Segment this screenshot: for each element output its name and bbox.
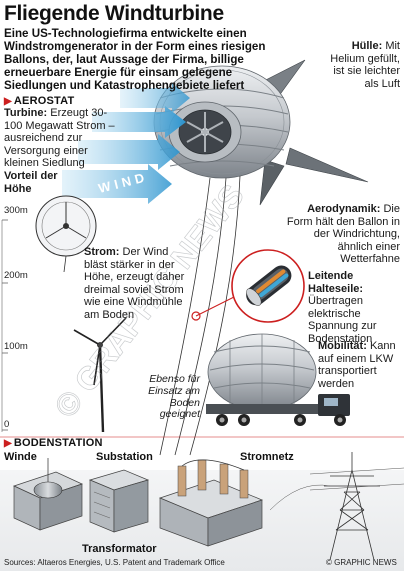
callout-aerodynamik-body: Die Form hält den Ballon in der Windrich… [286, 203, 400, 266]
callout-huelle: Hülle: Mit Helium gefüllt, ist sie leich… [322, 40, 400, 90]
altitude-scale [1, 219, 8, 432]
altitude-label-200: 200m [4, 270, 28, 281]
callout-mobilitaet-body: Kann auf einem LKW transportiert werden [318, 340, 396, 390]
credit-line: © GRAPHIC NEWS [326, 558, 397, 567]
section-aerostat-label: AEROSTAT [13, 95, 75, 107]
winch-illustration [13, 458, 83, 531]
callout-turbine: Turbine: Erzeugt 30-100 Megawatt Strom –… [4, 107, 124, 170]
callout-halteseile-head: Leitende Halteseile: [308, 270, 364, 295]
section-marker-icon: ▶ [4, 438, 12, 449]
callout-huelle-body: Mit Helium gefüllt, ist sie leichter als… [330, 40, 400, 90]
altitude-label-100: 100m [4, 341, 28, 352]
pylon-illustration [269, 452, 404, 561]
callout-vorteil: Vorteil der Höhe [4, 170, 64, 195]
callout-strom: Strom: Der Wind bläst stärker in der Höh… [84, 246, 192, 321]
label-winde: Winde [4, 451, 37, 463]
callout-huelle-head: Hülle: [351, 40, 383, 52]
callout-turbine-head: Turbine: [4, 107, 48, 119]
wind-arrows [62, 83, 190, 204]
cable-detail [191, 249, 305, 323]
page-title: Fliegende Windturbine [4, 2, 224, 25]
section-aerostat: ▶AEROSTAT [4, 95, 74, 107]
label-stromnetz: Stromnetz [240, 451, 294, 463]
callout-halteseile-body: Übertragen elektrische Spannung zur Bode… [308, 295, 377, 345]
section-marker-icon: ▶ [4, 96, 12, 107]
callout-ebenso: Ebenso für Einsatz am Boden geeignet [148, 373, 200, 421]
callout-turbine-body: Erzeugt 30-100 Megawatt Strom – ausreich… [4, 107, 115, 170]
intro-text: Eine US-Technologiefirma entwickelte ein… [4, 27, 266, 92]
substation-illustration [88, 469, 150, 533]
sources-footnote: Sources: Altaeros Energies, U.S. Patent … [4, 558, 225, 567]
truck-balloon [207, 333, 317, 411]
transformer-illustration [159, 459, 263, 547]
callout-aerodynamik: Aerodynamik: Die Form hält den Ballon in… [286, 203, 400, 266]
altitude-label-0: 0 [4, 419, 10, 430]
truck [206, 394, 350, 426]
label-substation: Substation [96, 451, 153, 463]
section-bodenstation-label: BODENSTATION [13, 437, 103, 449]
label-transformator: Transformator [82, 543, 157, 555]
section-bodenstation: ▶BODENSTATION [4, 437, 103, 449]
callout-vorteil-head: Vorteil der Höhe [4, 170, 58, 195]
tethers [159, 175, 241, 456]
altitude-label-300: 300m [4, 205, 28, 216]
callout-mobilitaet-head: Mobilität: [318, 340, 367, 352]
callout-strom-body: Der Wind bläst stärker in der Höhe, erze… [84, 246, 185, 321]
callout-halteseile: Leitende Halteseile: Übertragen elektris… [308, 270, 402, 345]
aerostat-balloon [153, 65, 291, 179]
ground-windmill [73, 317, 127, 433]
callout-strom-head: Strom: [84, 246, 120, 258]
high-altitude-ring [35, 195, 97, 273]
callout-aerodynamik-head: Aerodynamik: [307, 203, 381, 215]
callout-mobilitaet: Mobilität: Kann auf einem LKW transporti… [318, 340, 402, 390]
